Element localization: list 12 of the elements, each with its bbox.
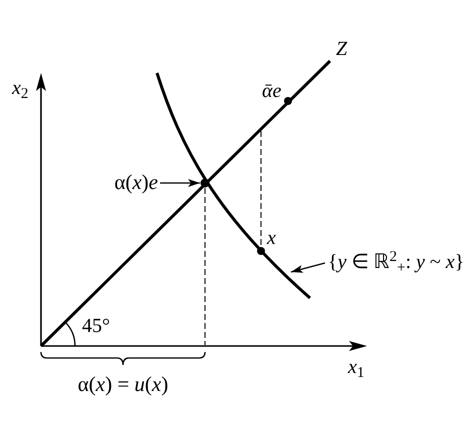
- brace-label: α(x) = u(x): [78, 374, 168, 395]
- set-label: {y ∈ ℝ$^{2}$$_{+}$: y ~ x}: [328, 252, 464, 272]
- indifference-curve: [156, 72, 312, 300]
- point-label: ᾱe: [262, 81, 282, 101]
- axis-label: x$_{1}$: [348, 357, 364, 377]
- leader-arrow: [290, 262, 326, 273]
- line-label: Z: [336, 39, 348, 59]
- angle-label: 45°: [82, 316, 110, 336]
- point-label: x: [267, 228, 276, 248]
- leader-arrow: [160, 179, 200, 187]
- axis-label: x$_{2}$: [12, 78, 28, 98]
- point-label: α(x)e: [114, 172, 158, 193]
